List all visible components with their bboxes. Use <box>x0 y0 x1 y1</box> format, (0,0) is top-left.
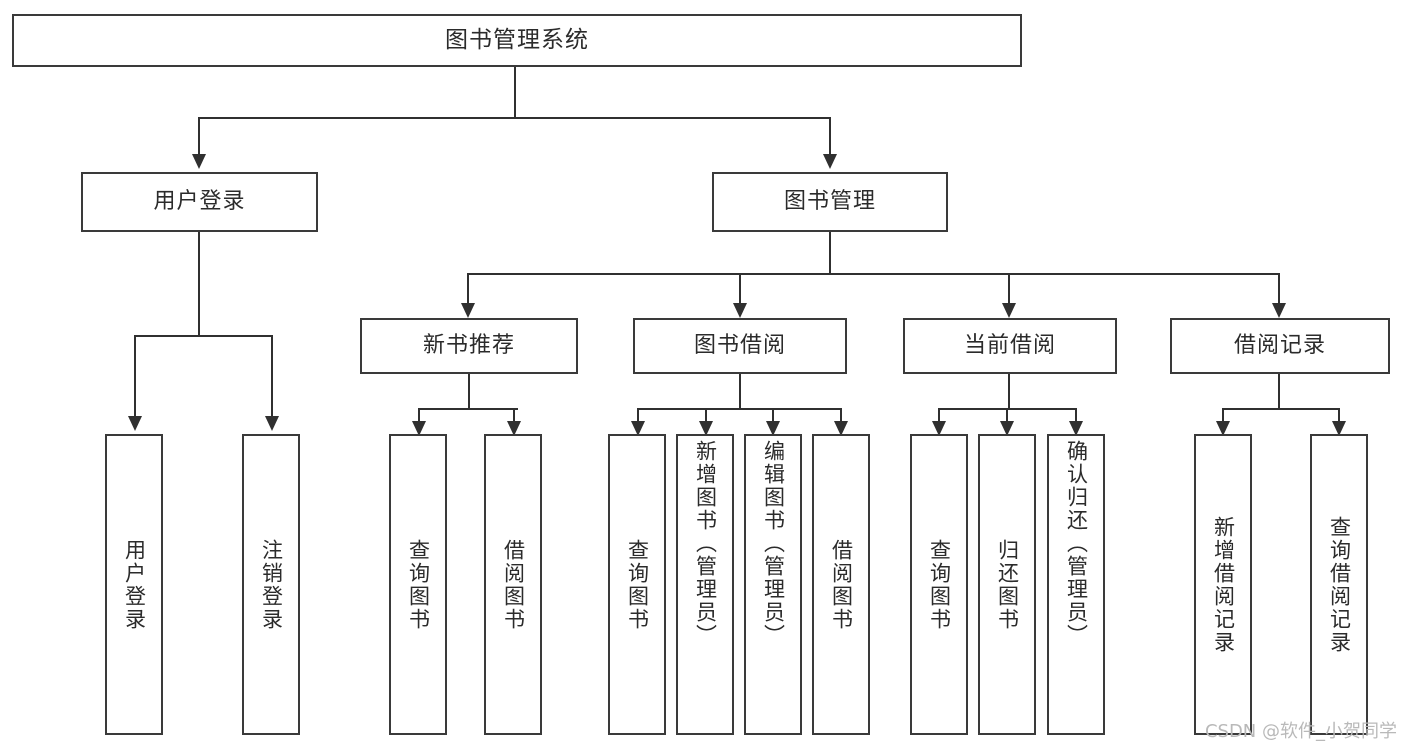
node-label: 用户登录 <box>122 538 147 631</box>
connector-root-to-book-manage <box>829 117 831 155</box>
node-label: 确认归还（管理员） <box>1064 440 1089 647</box>
connector-user-login-to-leaf-0 <box>134 335 136 417</box>
node-label: 借阅记录 <box>1233 333 1326 359</box>
node-user-login[interactable]: 用户登录 <box>81 172 318 232</box>
node-label: 图书管理 <box>783 189 876 215</box>
connector-borrow-record-to-leaf-1 <box>1338 408 1340 422</box>
arrow-root-to-user-login <box>192 154 206 169</box>
leaf-current-borrow-0[interactable]: 查询图书 <box>910 434 968 735</box>
connector-new-book-rec-bus <box>418 408 518 410</box>
arrow-new-book-rec-to-leaf-1 <box>507 421 521 436</box>
node-new-book-rec[interactable]: 新书推荐 <box>360 318 578 374</box>
connector-borrow-record-stem <box>1278 374 1280 409</box>
node-label: 新增借阅记录 <box>1211 515 1236 654</box>
connector-new-book-rec-stem <box>468 374 470 409</box>
connector-book-manage-stem <box>829 232 831 274</box>
arrow-user-login-to-leaf-1 <box>265 416 279 431</box>
leaf-current-borrow-2[interactable]: 确认归还（管理员） <box>1047 434 1105 735</box>
node-label: 查询图书 <box>625 538 650 631</box>
arrow-book-manage-to-current-borrow <box>1002 303 1016 318</box>
node-label: 图书借阅 <box>693 333 786 359</box>
leaf-current-borrow-1[interactable]: 归还图书 <box>978 434 1036 735</box>
connector-new-book-rec-to-leaf-1 <box>513 408 515 422</box>
connector-book-borrow-bus <box>637 408 841 410</box>
node-root-system[interactable]: 图书管理系统 <box>12 14 1022 67</box>
node-label: 用户登录 <box>153 189 246 215</box>
leaf-new-book-rec-0[interactable]: 查询图书 <box>389 434 447 735</box>
leaf-borrow-record-1[interactable]: 查询借阅记录 <box>1310 434 1368 735</box>
node-book-manage[interactable]: 图书管理 <box>712 172 948 232</box>
node-label: 查询图书 <box>406 538 431 631</box>
arrow-current-borrow-to-leaf-2 <box>1069 421 1083 436</box>
arrow-current-borrow-to-leaf-1 <box>1000 421 1014 436</box>
leaf-book-borrow-1[interactable]: 新增图书（管理员） <box>676 434 734 735</box>
leaf-borrow-record-0[interactable]: 新增借阅记录 <box>1194 434 1252 735</box>
node-current-borrow[interactable]: 当前借阅 <box>903 318 1117 374</box>
connector-user-login-to-leaf-1 <box>271 335 273 417</box>
leaf-new-book-rec-1[interactable]: 借阅图书 <box>484 434 542 735</box>
leaf-book-borrow-3[interactable]: 借阅图书 <box>812 434 870 735</box>
arrow-new-book-rec-to-leaf-0 <box>412 421 426 436</box>
connector-book-borrow-to-leaf-0 <box>637 408 639 422</box>
connector-book-borrow-to-leaf-1 <box>705 408 707 422</box>
arrow-book-borrow-to-leaf-1 <box>699 421 713 436</box>
node-label: 图书管理系统 <box>445 26 589 53</box>
connector-book-manage-to-book-borrow <box>739 273 741 304</box>
connector-borrow-record-to-leaf-0 <box>1222 408 1224 422</box>
connector-current-borrow-to-leaf-0 <box>938 408 940 422</box>
node-label: 新增图书（管理员） <box>693 440 718 647</box>
arrow-current-borrow-to-leaf-0 <box>932 421 946 436</box>
node-label: 借阅图书 <box>829 538 854 631</box>
connector-root-bus <box>198 117 830 119</box>
arrow-book-borrow-to-leaf-0 <box>631 421 645 436</box>
connector-book-manage-to-new-book-rec <box>467 273 469 304</box>
node-borrow-record[interactable]: 借阅记录 <box>1170 318 1390 374</box>
connector-root-to-user-login <box>198 117 200 155</box>
node-label: 归还图书 <box>995 538 1020 631</box>
connector-book-manage-to-borrow-record <box>1278 273 1280 304</box>
connector-user-login-stem <box>198 232 200 336</box>
leaf-book-borrow-0[interactable]: 查询图书 <box>608 434 666 735</box>
leaf-user-login-0[interactable]: 用户登录 <box>105 434 163 735</box>
node-label: 编辑图书（管理员） <box>761 440 786 647</box>
arrow-book-manage-to-new-book-rec <box>461 303 475 318</box>
arrow-book-borrow-to-leaf-2 <box>766 421 780 436</box>
arrow-root-to-book-manage <box>823 154 837 169</box>
leaf-user-login-1[interactable]: 注销登录 <box>242 434 300 735</box>
node-label: 新书推荐 <box>422 333 515 359</box>
connector-user-login-bus <box>134 335 272 337</box>
node-book-borrow[interactable]: 图书借阅 <box>633 318 847 374</box>
node-label: 当前借阅 <box>963 333 1056 359</box>
arrow-borrow-record-to-leaf-1 <box>1332 421 1346 436</box>
connector-root-stem <box>514 67 516 118</box>
leaf-book-borrow-2[interactable]: 编辑图书（管理员） <box>744 434 802 735</box>
connector-book-manage-to-current-borrow <box>1008 273 1010 304</box>
connector-current-borrow-to-leaf-2 <box>1075 408 1077 422</box>
connector-current-borrow-stem <box>1008 374 1010 409</box>
arrow-borrow-record-to-leaf-0 <box>1216 421 1230 436</box>
arrow-book-manage-to-book-borrow <box>733 303 747 318</box>
connector-borrow-record-bus <box>1222 408 1339 410</box>
node-label: 借阅图书 <box>501 538 526 631</box>
connector-book-manage-bus <box>467 273 1279 275</box>
node-label: 查询借阅记录 <box>1327 515 1352 654</box>
arrow-book-manage-to-borrow-record <box>1272 303 1286 318</box>
connector-book-borrow-stem <box>739 374 741 409</box>
arrow-user-login-to-leaf-0 <box>128 416 142 431</box>
connector-book-borrow-to-leaf-2 <box>772 408 774 422</box>
node-label: 注销登录 <box>259 538 284 631</box>
node-label: 查询图书 <box>927 538 952 631</box>
arrow-book-borrow-to-leaf-3 <box>834 421 848 436</box>
connector-current-borrow-to-leaf-1 <box>1006 408 1008 422</box>
connector-new-book-rec-to-leaf-0 <box>418 408 420 422</box>
connector-book-borrow-to-leaf-3 <box>840 408 842 422</box>
